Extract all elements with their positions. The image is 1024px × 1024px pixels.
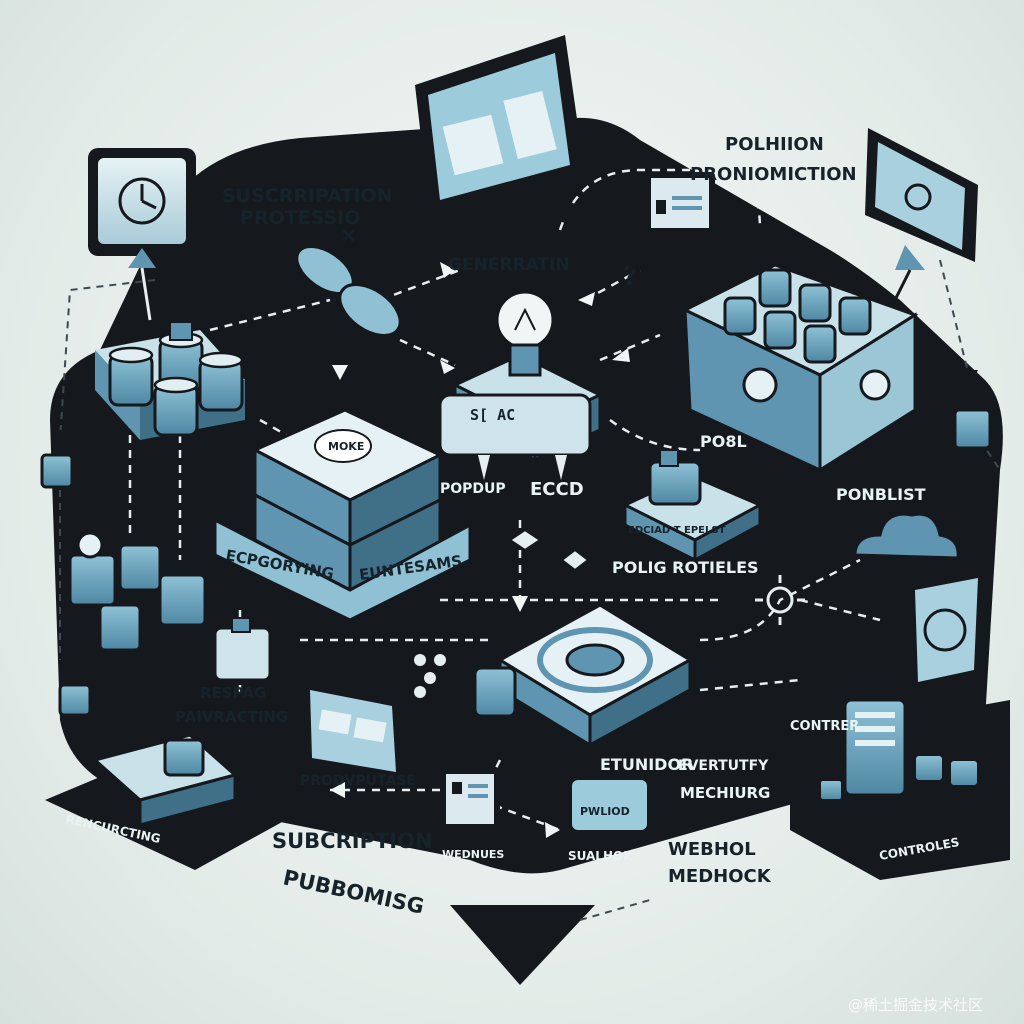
cube-icon xyxy=(40,453,74,489)
label-make: MOKE xyxy=(328,440,364,453)
label-policy-routes: POLIG ROTIELES xyxy=(612,558,759,577)
window-icon xyxy=(300,680,405,780)
svg-text:?: ? xyxy=(623,262,638,292)
svg-text:×: × xyxy=(340,223,357,247)
label-prodvputase: PRODVPUTASE xyxy=(300,773,416,789)
label-line: RESPAG xyxy=(200,684,266,702)
gear-icon xyxy=(755,575,805,625)
label-respag: RESPAG PAIVRACTING xyxy=(175,684,288,726)
label-everything-mechanism: EVERTUTFY MECHIURG xyxy=(678,758,770,802)
filter-icon: × xyxy=(295,223,402,337)
monitor-icon xyxy=(415,35,585,230)
machine-icon xyxy=(58,531,207,717)
server-icon xyxy=(819,698,979,801)
database-icon xyxy=(95,321,245,440)
label-wenuues: WEDNUES xyxy=(442,848,504,861)
label-generation: GENERRATIN xyxy=(448,255,570,275)
lightbulb-icon xyxy=(438,290,604,480)
arrowheads xyxy=(330,262,630,838)
dashed-connectors xyxy=(128,168,881,832)
label-line: SUBCRIPTION xyxy=(272,829,433,853)
label-line: MEDHOCK xyxy=(668,866,772,887)
label-pwlod: PWLIOD xyxy=(580,805,630,818)
window-icon xyxy=(645,172,715,234)
label-poel: PO8L xyxy=(700,432,747,451)
arrow-down-right xyxy=(962,370,978,385)
machine-icon xyxy=(91,733,239,827)
label-line: PAIVRACTING xyxy=(175,708,288,726)
bottom-arrow xyxy=(450,905,595,985)
question-icon: ? ? xyxy=(623,262,642,292)
tablet-icon xyxy=(905,565,990,695)
label-popdup: POPDUP xyxy=(440,481,506,497)
cube-icon xyxy=(213,617,272,682)
cube-icon xyxy=(953,408,992,450)
label-ecd: ECCD xyxy=(530,479,584,500)
block-icon xyxy=(621,449,764,563)
cloud-icon xyxy=(853,512,960,560)
label-webhook-mechanism: WEBHOL MEDHOCK xyxy=(668,839,772,887)
label-line: PRONIOMICTION xyxy=(690,164,857,185)
label-etunidor: ETUNIDOR xyxy=(600,755,693,774)
label-stac: S[ AC xyxy=(470,406,515,424)
svg-text:?: ? xyxy=(627,262,642,292)
label-sualhok: SUALHOK xyxy=(568,849,633,863)
arrow-down-left xyxy=(53,430,67,445)
label-contrer: CONTRER xyxy=(790,719,859,734)
label-eroad-typest: EDCIAD T EPELST xyxy=(628,525,726,536)
label-promotion: POLHIION PRONIOMICTION xyxy=(690,134,857,185)
label-line: SUSCRRIPATION xyxy=(222,185,393,207)
label-line: EVERTUTFY xyxy=(678,758,769,774)
server-icon xyxy=(681,263,919,473)
label-line: WEBHOL xyxy=(668,839,756,860)
stack-server-icon xyxy=(213,408,472,622)
device-icon xyxy=(562,770,657,840)
disk-icon xyxy=(473,603,693,748)
label-ponblist: PONBLIST xyxy=(836,485,926,504)
label-subscription-processing: SUSCRRIPATION PROTESSIO xyxy=(222,185,393,229)
watermark: @稀土掘金技术社区 xyxy=(848,996,983,1014)
label-subscription-promising: SUBCRIPTION PUBBOMISG xyxy=(272,829,433,919)
label-line: POLHIION xyxy=(725,134,824,155)
cube-icon xyxy=(508,528,542,552)
window-icon xyxy=(440,768,500,830)
cube-icon xyxy=(560,548,590,572)
network-icon xyxy=(414,654,446,698)
label-line: PUBBOMISG xyxy=(281,865,426,918)
label-line: PROTESSIO xyxy=(240,207,360,229)
monitor-icon xyxy=(88,148,196,321)
monitor-icon xyxy=(865,128,978,321)
label-line: MECHIURG xyxy=(680,784,770,802)
